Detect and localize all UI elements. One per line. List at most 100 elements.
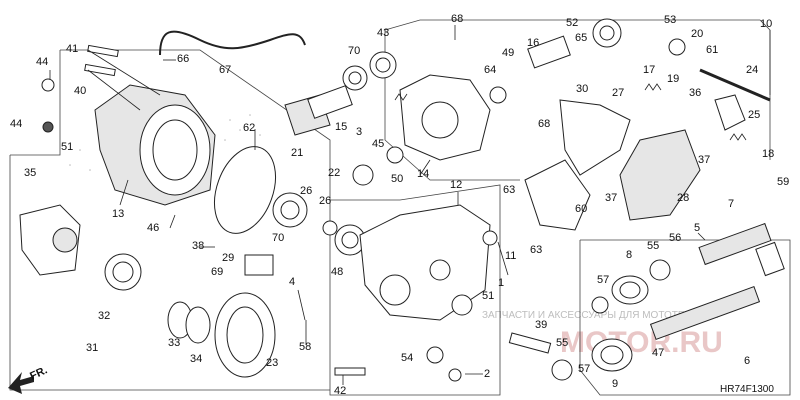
boot-9 xyxy=(591,338,633,372)
callout-41: 41 xyxy=(66,43,78,55)
callout-52: 52 xyxy=(566,17,578,29)
springs xyxy=(394,83,747,141)
callout-27: 27 xyxy=(612,87,624,99)
washers-33-34 xyxy=(167,301,211,344)
callout-8: 8 xyxy=(626,249,632,261)
front-direction-label: FR. xyxy=(28,364,49,382)
callout-35: 35 xyxy=(24,167,36,179)
watermark-text: ЗАПЧАСТИ И АКСЕССУАРЫ ДЛЯ МОТОТЕХНИКИ xyxy=(482,310,719,321)
callout-22: 22 xyxy=(328,167,340,179)
callout-16: 16 xyxy=(527,37,539,49)
shift-shaft-24 xyxy=(699,68,771,131)
shaft-6 xyxy=(649,286,761,340)
front-direction-arrow: FR. xyxy=(8,364,49,394)
callout-21: 21 xyxy=(291,147,303,159)
bearing-48 xyxy=(334,224,366,256)
callout-57a: 57 xyxy=(597,274,609,286)
callout-46: 46 xyxy=(147,222,159,234)
callout-58: 58 xyxy=(299,341,311,353)
shaft-7 xyxy=(698,222,785,277)
callout-59: 59 xyxy=(777,176,789,188)
callout-4: 4 xyxy=(289,276,295,288)
callout-44b: 44 xyxy=(10,118,22,130)
callout-61: 61 xyxy=(706,44,718,56)
gear-case-12 xyxy=(359,204,491,321)
callout-55a: 55 xyxy=(647,240,659,252)
callout-29: 29 xyxy=(222,252,234,264)
bearing-26 xyxy=(272,192,308,228)
gasket-60 xyxy=(524,159,591,231)
callout-18: 18 xyxy=(762,148,774,160)
callout-70b: 70 xyxy=(272,232,284,244)
callout-40: 40 xyxy=(74,85,86,97)
case-14 xyxy=(399,74,491,161)
callout-11: 11 xyxy=(505,250,516,262)
callout-48: 48 xyxy=(331,266,343,278)
callout-63b: 63 xyxy=(530,244,542,256)
diagram-code: HR74F1300 xyxy=(720,384,774,395)
ring-gear-23 xyxy=(214,292,276,378)
callout-19: 19 xyxy=(667,73,679,85)
callout-68a: 68 xyxy=(451,13,463,25)
callout-34: 34 xyxy=(190,353,202,365)
callout-65: 65 xyxy=(575,32,587,44)
callout-60: 60 xyxy=(575,203,587,215)
housing-13 xyxy=(94,84,216,206)
watermark-brand: MOTOR.RU xyxy=(560,326,723,359)
callout-37b: 37 xyxy=(605,192,617,204)
callout-26a: 26 xyxy=(300,185,312,197)
leader-lines xyxy=(49,25,771,385)
callout-63a: 63 xyxy=(503,184,515,196)
callout-1: 1 xyxy=(498,277,504,289)
callout-44a: 44 xyxy=(36,56,48,68)
callout-12: 12 xyxy=(450,179,462,191)
differential-case xyxy=(19,204,142,291)
callout-33: 33 xyxy=(168,337,180,349)
callout-26b: 26 xyxy=(319,195,331,207)
bearing-43 xyxy=(369,51,397,79)
bearing-52 xyxy=(592,18,622,48)
callout-3: 3 xyxy=(356,126,362,138)
callout-69: 69 xyxy=(211,266,223,278)
callout-56: 56 xyxy=(669,232,681,244)
callout-42: 42 xyxy=(334,385,346,397)
callout-14: 14 xyxy=(417,168,429,180)
breather-hose-67 xyxy=(159,30,306,56)
callout-37a: 37 xyxy=(698,154,710,166)
callout-24: 24 xyxy=(746,64,758,76)
callout-53: 53 xyxy=(664,14,676,26)
callout-32: 32 xyxy=(98,310,110,322)
callout-64: 64 xyxy=(484,64,496,76)
pinion-gear-21 xyxy=(284,85,353,136)
small-parts xyxy=(41,35,686,382)
bearing-70-top xyxy=(342,65,368,91)
callout-7: 7 xyxy=(728,198,734,210)
callout-6: 6 xyxy=(744,355,750,367)
bracket-27 xyxy=(559,99,631,176)
callout-66: 66 xyxy=(177,53,189,65)
o-ring-62 xyxy=(214,146,276,234)
callout-43: 43 xyxy=(377,27,389,39)
callout-68b: 68 xyxy=(538,118,550,130)
callout-62: 62 xyxy=(243,122,255,134)
callout-67: 67 xyxy=(219,64,231,76)
callout-51a: 51 xyxy=(61,141,73,153)
callout-47: 47 xyxy=(652,347,664,359)
callout-50: 50 xyxy=(391,173,403,185)
callout-38: 38 xyxy=(192,240,204,252)
callout-5: 5 xyxy=(694,222,700,234)
callout-23: 23 xyxy=(266,357,278,369)
callout-28: 28 xyxy=(677,192,689,204)
callout-49: 49 xyxy=(502,47,514,59)
callout-20: 20 xyxy=(691,28,703,40)
callout-15: 15 xyxy=(335,121,347,133)
callout-30: 30 xyxy=(576,83,588,95)
boot-8 xyxy=(611,275,649,305)
callout-55b: 55 xyxy=(556,337,568,349)
callout-57b: 57 xyxy=(578,363,590,375)
callout-25: 25 xyxy=(748,109,760,121)
callout-70a: 70 xyxy=(348,45,360,57)
stipple-area xyxy=(69,114,261,171)
callout-10: 10 xyxy=(760,18,772,30)
